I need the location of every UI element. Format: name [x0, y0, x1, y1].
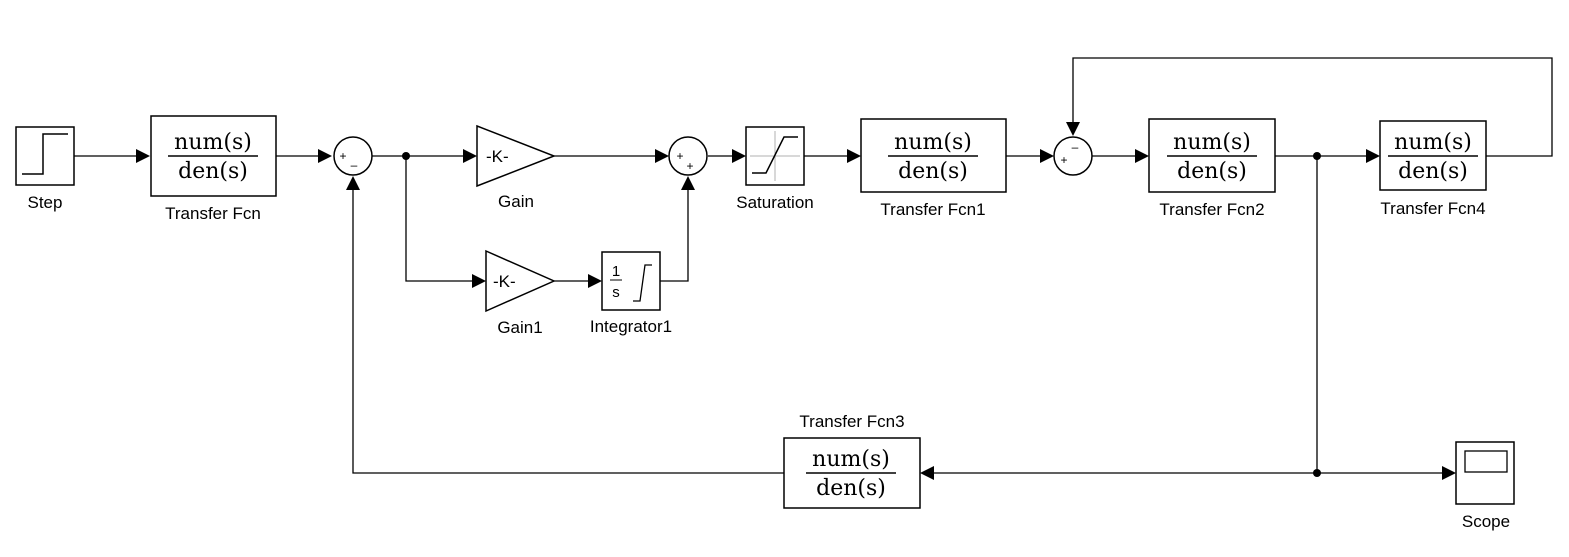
arrowhead — [1366, 149, 1380, 163]
transfer-fcn1-label: Transfer Fcn1 — [880, 200, 985, 219]
arrowhead — [732, 149, 746, 163]
tf-denominator: den(s) — [816, 476, 886, 501]
scope-label: Scope — [1462, 512, 1510, 531]
wire-branch-to-gain1[interactable] — [405, 156, 474, 282]
integrator-denominator: s — [612, 284, 620, 301]
sum-sign-minus: – — [351, 158, 358, 172]
arrowhead — [681, 176, 695, 190]
tf-numerator: num(s) — [174, 130, 252, 155]
wire-integrator-to-sum2[interactable] — [660, 188, 689, 282]
saturation-label: Saturation — [736, 193, 814, 212]
transfer-fcn2-block[interactable]: num(s) den(s) Transfer Fcn2 — [1148, 118, 1276, 219]
integrator1-label: Integrator1 — [590, 317, 672, 336]
arrowhead — [1066, 122, 1080, 136]
saturation-curve-icon — [752, 136, 798, 174]
scope-block[interactable]: Scope — [1455, 441, 1515, 531]
scope-screen-icon — [1464, 450, 1508, 473]
arrowhead — [847, 149, 861, 163]
gain-value: -K- — [486, 147, 509, 166]
saturation-block[interactable]: Saturation — [736, 126, 814, 212]
transfer-fcn1-block[interactable]: num(s) den(s) Transfer Fcn1 — [860, 118, 1007, 219]
wires — [74, 57, 1553, 480]
arrowhead — [588, 274, 602, 288]
integrator-numerator: 1 — [612, 263, 620, 280]
transfer-fcn3-label: Transfer Fcn3 — [799, 412, 904, 431]
arrowhead — [136, 149, 150, 163]
arrowhead — [1135, 149, 1149, 163]
tf-numerator: num(s) — [1394, 130, 1472, 155]
tf-denominator: den(s) — [898, 159, 968, 184]
tf-denominator: den(s) — [1398, 159, 1468, 184]
tf-denominator: den(s) — [178, 159, 248, 184]
sum-sign-plus: + — [686, 159, 693, 173]
tf-denominator: den(s) — [1177, 159, 1247, 184]
step-block[interactable]: Step — [15, 126, 75, 212]
step-icon — [22, 133, 68, 175]
gain-label: Gain — [498, 192, 534, 211]
wire-tf4-to-sum3[interactable] — [1072, 57, 1553, 157]
transfer-fcn2-label: Transfer Fcn2 — [1159, 200, 1264, 219]
gain1-block[interactable]: -K- Gain1 — [485, 249, 556, 337]
step-label: Step — [28, 193, 63, 212]
gain1-value: -K- — [493, 272, 516, 291]
sum3-block[interactable]: + – — [1053, 136, 1093, 176]
arrowhead — [318, 149, 332, 163]
arrowhead — [463, 149, 477, 163]
tf-numerator: num(s) — [812, 447, 890, 472]
arrowhead — [920, 466, 934, 480]
arrowhead — [1442, 466, 1456, 480]
arrowhead — [655, 149, 669, 163]
gain-block[interactable]: -K- Gain — [476, 124, 557, 211]
arrowhead — [472, 274, 486, 288]
sum2-block[interactable]: + + — [668, 136, 708, 176]
transfer-fcn-block[interactable]: num(s) den(s) Transfer Fcn — [150, 115, 277, 223]
sum-sign-plus: + — [339, 149, 346, 163]
integrator1-block[interactable]: 1 s Integrator1 — [590, 251, 672, 336]
tf-numerator: num(s) — [1173, 130, 1251, 155]
wire-tf3-to-sum1[interactable] — [352, 188, 784, 474]
sum-sign-minus: – — [1072, 140, 1079, 154]
transfer-fcn4-block[interactable]: num(s) den(s) Transfer Fcn4 — [1379, 120, 1487, 218]
sum1-block[interactable]: + – — [333, 136, 373, 176]
transfer-fcn3-block[interactable]: Transfer Fcn3 num(s) den(s) — [783, 412, 921, 509]
transfer-fcn4-label: Transfer Fcn4 — [1380, 199, 1485, 218]
gain1-label: Gain1 — [497, 318, 542, 337]
integral-sign-icon — [633, 264, 652, 302]
sum-sign-plus: + — [1060, 153, 1067, 167]
arrowhead — [1040, 149, 1054, 163]
sum-sign-plus: + — [676, 149, 683, 163]
tf-numerator: num(s) — [894, 130, 972, 155]
arrowhead — [346, 176, 360, 190]
transfer-fcn-label: Transfer Fcn — [165, 204, 261, 223]
